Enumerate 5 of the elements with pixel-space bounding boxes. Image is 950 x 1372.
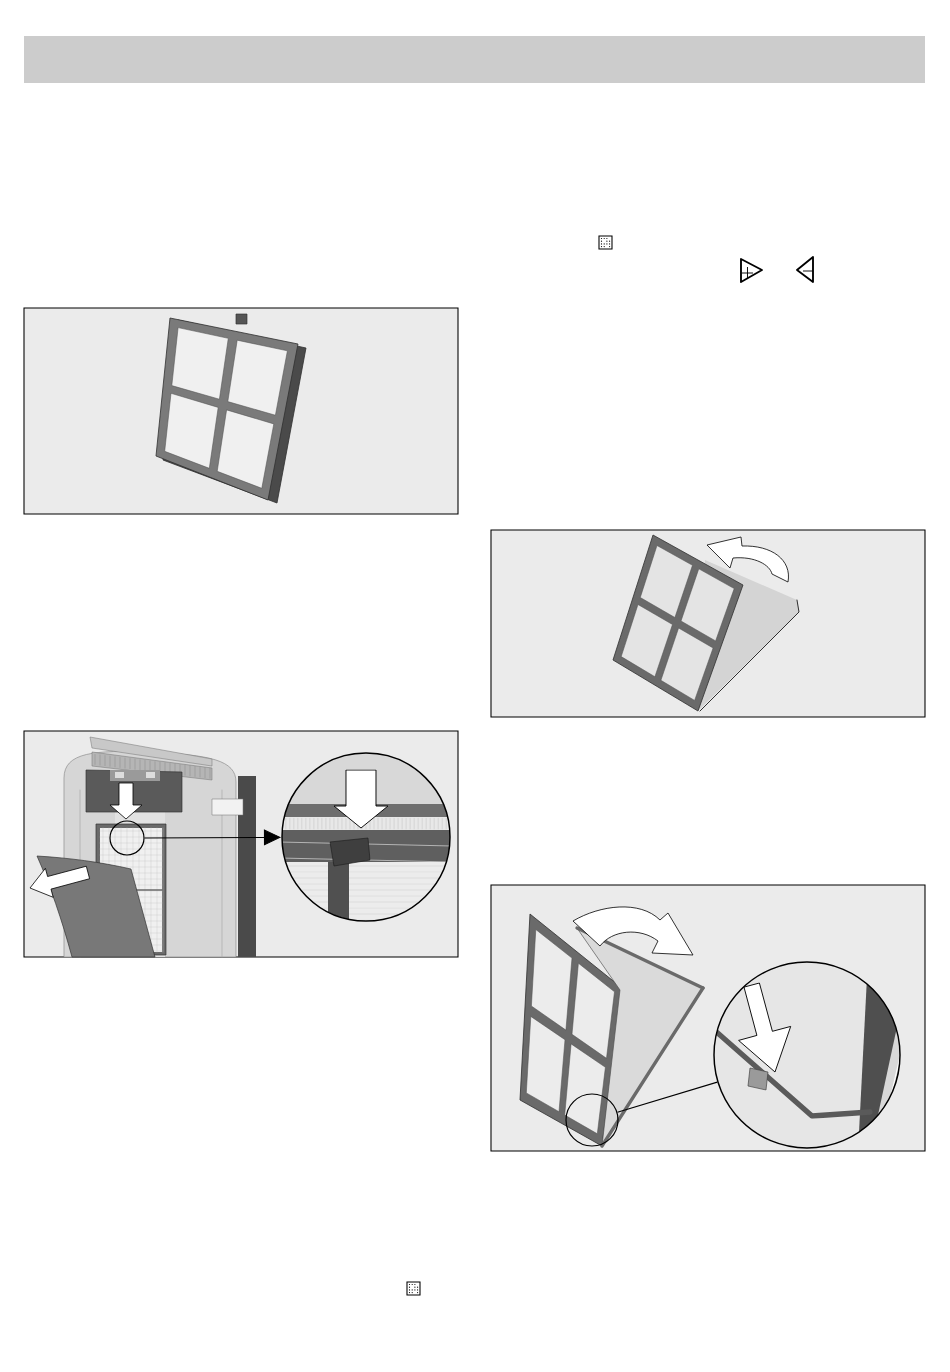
leader-line [616, 1081, 718, 1113]
detail-circle [565, 1093, 619, 1147]
magnified-view-circle [281, 752, 451, 922]
detail-circle [109, 820, 145, 856]
magnified-view-circle [713, 961, 901, 1149]
